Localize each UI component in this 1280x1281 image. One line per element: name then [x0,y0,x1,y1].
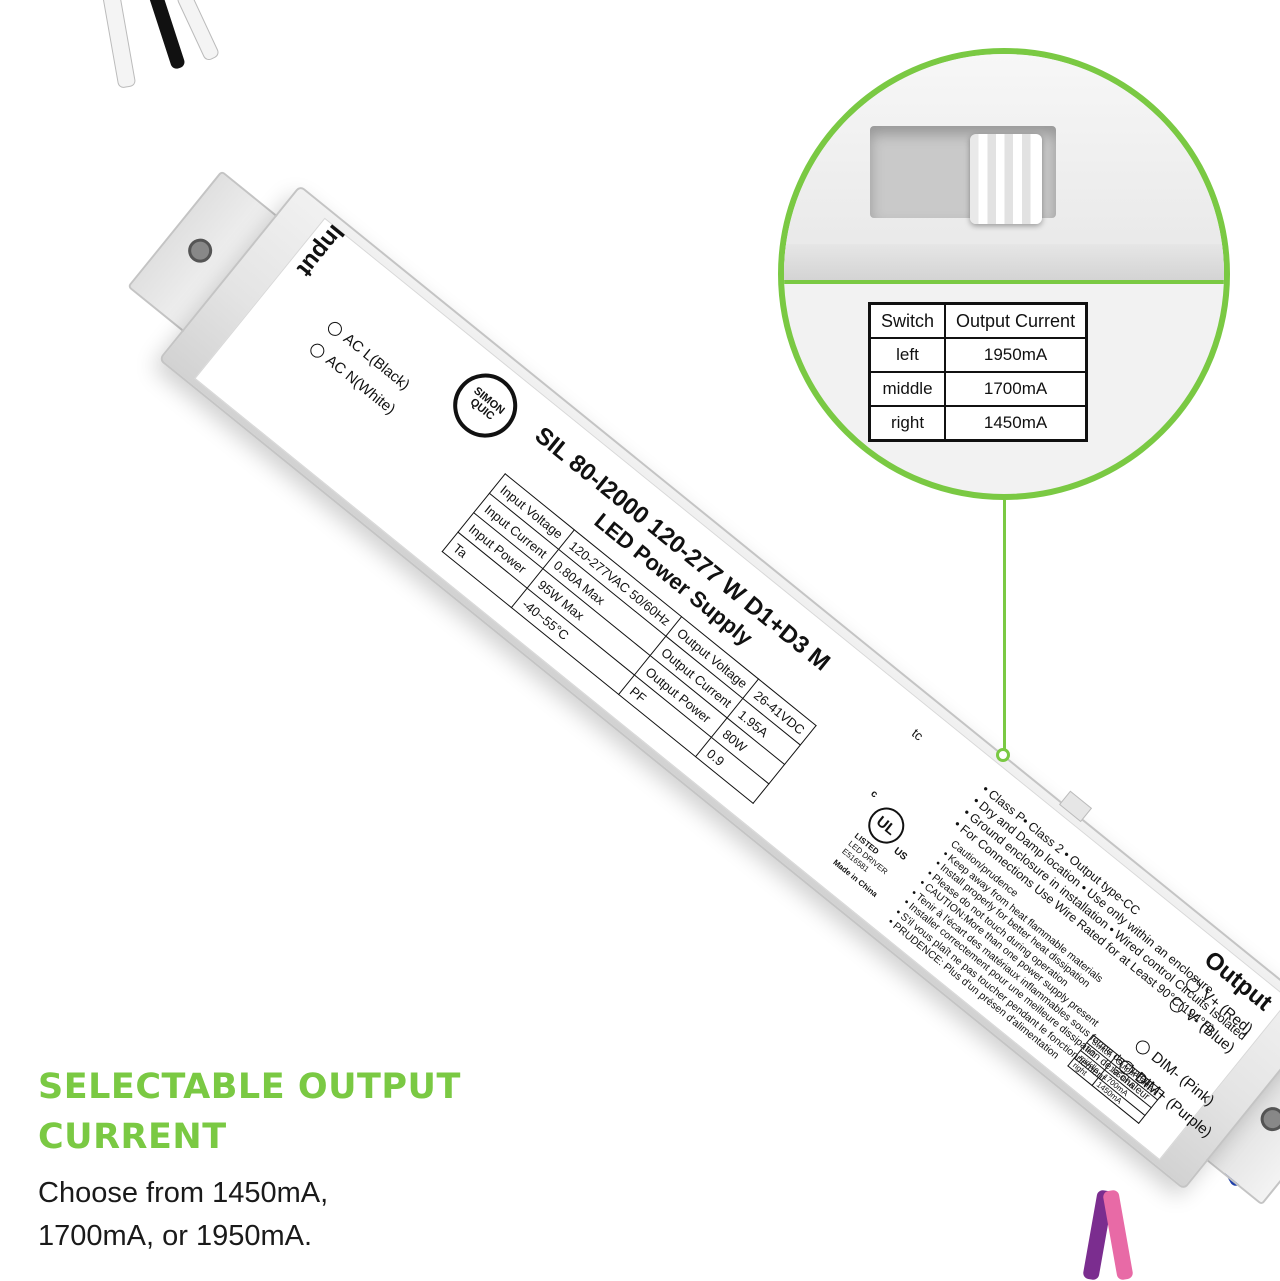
table-row: right 1450mA [868,405,1088,442]
switch-current-table: Switch Output Current left 1950mA middle… [868,302,1089,442]
input-wire-white [175,0,221,63]
switch-zoom-callout: Switch Output Current left 1950mA middle… [778,48,1230,500]
table-row: middle 1700mA [868,371,1088,407]
switch-knob[interactable] [970,134,1042,224]
table-cell: right [868,405,947,442]
output-wire-pink [1102,1189,1134,1281]
column-header: Output Current [944,302,1088,339]
table-row: left 1950mA [868,337,1088,373]
listing-us: US [891,845,910,863]
feature-title: SELECTABLE OUTPUT CURRENT [38,1067,461,1157]
feature-description: Choose from 1450mA, 1700mA, or 1950mA. [38,1177,329,1252]
housing-edge [784,244,1224,280]
table-cell: left [868,337,947,373]
terminal-ring [325,318,346,339]
screw-hole [1255,1102,1280,1136]
table-cell: 1700mA [944,371,1088,407]
feature-callout: SELECTABLE OUTPUT CURRENT Choose from 14… [38,1062,498,1258]
callout-dot [996,748,1010,762]
switch-closeup [784,54,1224,284]
screw-hole [183,233,218,268]
column-header: Switch [868,302,947,339]
table-cell: 1950mA [944,337,1088,373]
input-wire-black [147,0,187,71]
table-cell: middle [868,371,947,407]
listing-c: c [868,788,880,801]
input-wire-white [101,0,137,89]
callout-line [1003,500,1006,752]
brand-logo: SIMON QUIC [440,360,531,451]
table-cell: 1450mA [944,405,1088,442]
tc-point: tc [908,725,927,744]
terminal-ring [307,340,328,361]
